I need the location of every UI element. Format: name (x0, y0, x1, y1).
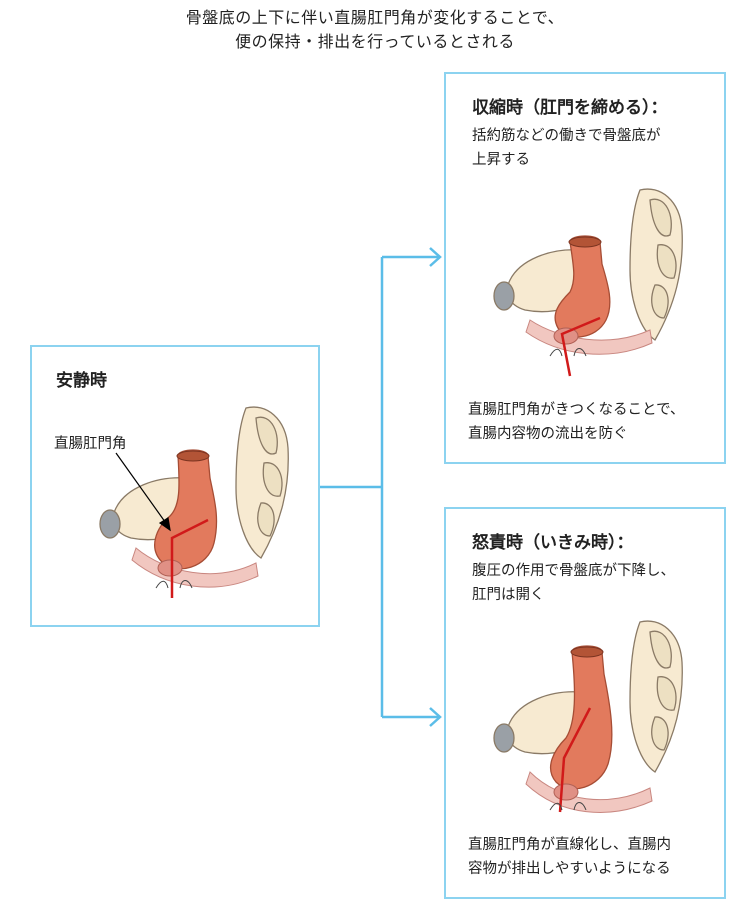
contraction-desc-2: 上昇する (472, 152, 530, 168)
pelvis-illustration-rest (99, 406, 289, 598)
rectum-shape (154, 449, 218, 570)
angle-label: 直腸肛門角 (54, 436, 127, 452)
contraction-result-2: 直腸内容物の流出を防ぐ (468, 426, 628, 442)
page-title: 骨盤底の上下に伴い直腸肛門角が変化することで、 便の保持・排出を行っているとされ… (0, 6, 750, 54)
straining-desc-1: 腹圧の作用で骨盤底が下降し、 (472, 563, 675, 579)
arrow-head-down (429, 707, 442, 727)
title-line-2: 便の保持・排出を行っているとされる (235, 32, 515, 51)
rectum-shape (554, 235, 611, 338)
anorectal-angle-lines (170, 518, 209, 598)
straining-result-2: 容物が排出しやすいようになる (468, 861, 671, 877)
straining-heading: 怒責時（いきみ時）： (472, 533, 634, 553)
contraction-heading: 収縮時（肛門を締める）： (472, 98, 668, 118)
straining-desc-2: 肛門は開く (472, 587, 545, 603)
title-line-1: 骨盤底の上下に伴い直腸肛門角が変化することで、 (185, 8, 565, 27)
angle-pointer-arrow (115, 452, 171, 532)
anorectal-angle-lines (558, 707, 592, 813)
contraction-result-1: 直腸肛門角がきつくなることで、 (468, 402, 685, 418)
anorectal-angle-lines (560, 316, 601, 377)
pelvis-illustration-contraction (493, 188, 683, 377)
straining-result-1: 直腸肛門角が直線化し、直腸内 (468, 837, 671, 853)
rest-heading: 安静時 (56, 371, 107, 391)
contraction-desc-1: 括約筋などの働きで骨盤底が (472, 128, 661, 144)
pelvis-illustration-straining (493, 620, 683, 813)
arrow-head-up (429, 247, 442, 267)
